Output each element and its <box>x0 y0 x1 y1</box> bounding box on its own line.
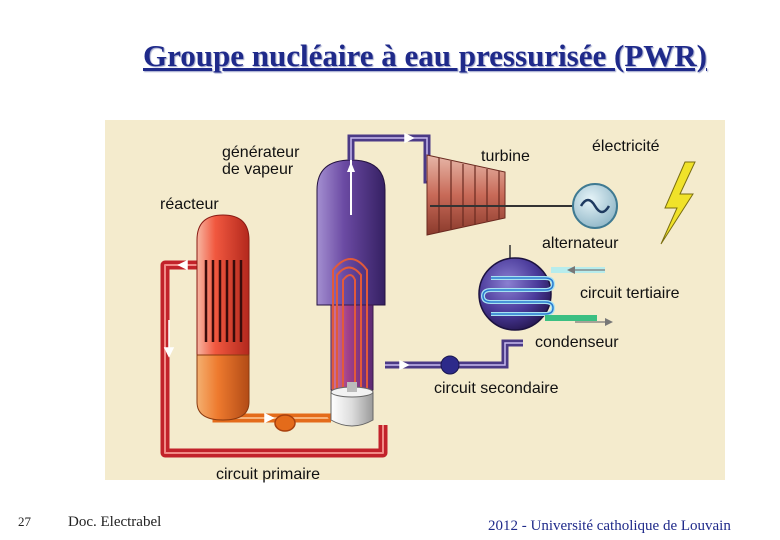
source-credit: Doc. Electrabel <box>68 514 162 530</box>
institution-credit: 2012 - Université catholique de Louvain <box>488 518 731 534</box>
condenser <box>478 257 556 331</box>
turbine <box>426 154 575 260</box>
label-generateur-line2: de vapeur <box>222 161 294 178</box>
label-reacteur: réacteur <box>160 196 219 213</box>
alternator-icon <box>572 183 618 229</box>
label-electricite: électricité <box>592 138 660 155</box>
flow-arrows <box>163 132 415 424</box>
steam-generator <box>316 159 386 391</box>
label-generateur-line1: générateur <box>222 144 300 161</box>
label-circuit-primaire: circuit primaire <box>216 466 321 483</box>
label-generateur: générateur de vapeur <box>222 144 299 178</box>
tertiary-circuit-pipes <box>545 266 613 326</box>
coolant-pump-icon <box>330 382 374 427</box>
page-title: Groupe nucléaire à eau pressurisée (PWR) <box>143 38 707 73</box>
feedwater-pump-icon <box>440 355 460 375</box>
label-condenseur: condenseur <box>535 334 619 351</box>
label-turbine: turbine <box>481 148 530 165</box>
label-circuit-secondaire: circuit secondaire <box>434 380 559 397</box>
label-circuit-tertiaire: circuit tertiaire <box>580 285 680 302</box>
lightning-icon <box>660 161 696 245</box>
pwr-diagram <box>160 132 696 458</box>
label-alternateur: alternateur <box>542 235 619 252</box>
primary-pump-icon <box>274 414 296 432</box>
reactor-vessel <box>196 214 250 421</box>
slide-number: 27 <box>18 514 31 529</box>
